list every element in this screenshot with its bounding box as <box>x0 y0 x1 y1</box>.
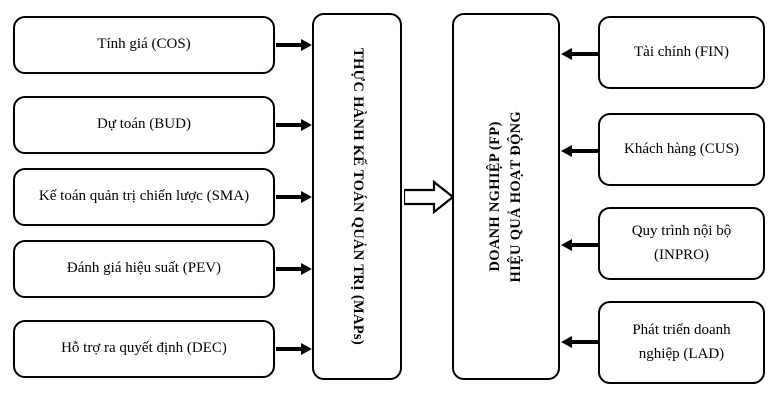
right-box-cus-label: Khách hàng (CUS) <box>624 140 739 157</box>
right-box-lad-line1: Phát triển doanh <box>632 322 731 339</box>
center-box-fp-line2: DOANH NGHIỆP (FP) <box>486 121 503 272</box>
left-box-cos-label: Tính giá (COS) <box>97 36 191 53</box>
center-box-maps-label: THỰC HÀNH KẾ TOÁN QUẢN TRỊ (MAPs) <box>349 48 366 345</box>
right-box-inpro-line1: Quy trình nội bộ <box>631 223 732 240</box>
arrow-fin-to-fp <box>572 52 598 56</box>
arrow-pev-to-maps-head <box>301 262 312 275</box>
center-box-fp-textstack: DOANH NGHIỆP (FP) HIỆU QUẢ HOẠT ĐỘNG <box>485 111 527 283</box>
arrow-sma-to-maps <box>276 195 303 199</box>
left-box-cos[interactable]: Tính giá (COS) <box>13 16 275 74</box>
left-box-bud[interactable]: Dự toán (BUD) <box>13 96 275 154</box>
arrow-sma-to-maps-head <box>301 190 312 203</box>
left-box-sma[interactable]: Kế toán quản trị chiến lược (SMA) <box>13 168 275 226</box>
arrow-dec-to-maps-head <box>301 342 312 355</box>
block-arrow-icon <box>402 179 455 215</box>
center-box-maps[interactable]: THỰC HÀNH KẾ TOÁN QUẢN TRỊ (MAPs) <box>312 13 402 380</box>
arrow-cus-to-fp-head <box>561 144 572 157</box>
arrow-lad-to-fp <box>572 340 598 344</box>
arrow-cus-to-fp <box>572 149 598 153</box>
arrow-inpro-to-fp <box>572 243 598 247</box>
arrow-dec-to-maps <box>276 347 303 351</box>
arrow-cos-to-maps-head <box>301 38 312 51</box>
left-box-dec[interactable]: Hỗ trợ ra quyết định (DEC) <box>13 320 275 378</box>
right-box-fin-label: Tài chính (FIN) <box>634 43 729 60</box>
arrow-bud-to-maps-head <box>301 118 312 131</box>
center-box-fp[interactable]: DOANH NGHIỆP (FP) HIỆU QUẢ HOẠT ĐỘNG <box>452 13 560 380</box>
right-box-lad-line2: nghiệp (LAD) <box>638 345 725 362</box>
arrow-pev-to-maps <box>276 267 303 271</box>
right-box-lad[interactable]: Phát triển doanh nghiệp (LAD) <box>598 301 765 384</box>
right-box-fin[interactable]: Tài chính (FIN) <box>598 16 765 89</box>
left-box-bud-label: Dự toán (BUD) <box>97 116 191 133</box>
arrow-bud-to-maps <box>276 123 303 127</box>
right-box-inpro-line2: (INPRO) <box>654 246 709 263</box>
right-box-inpro[interactable]: Quy trình nội bộ (INPRO) <box>598 207 765 280</box>
left-box-sma-label: Kế toán quản trị chiến lược (SMA) <box>38 188 250 205</box>
right-box-cus[interactable]: Khách hàng (CUS) <box>598 113 765 186</box>
arrow-cos-to-maps <box>276 43 303 47</box>
right-box-inpro-text: Quy trình nội bộ (INPRO) <box>632 220 732 267</box>
arrow-inpro-to-fp-head <box>561 238 572 251</box>
left-box-dec-label: Hỗ trợ ra quyết định (DEC) <box>61 340 227 357</box>
arrow-fin-to-fp-head <box>561 47 572 60</box>
center-box-fp-line1: HIỆU QUẢ HOẠT ĐỘNG <box>508 110 524 283</box>
block-arrow-maps-to-fp <box>402 178 455 216</box>
left-box-pev-label: Đánh giá hiệu suất (PEV) <box>66 260 222 277</box>
left-box-pev[interactable]: Đánh giá hiệu suất (PEV) <box>13 240 275 298</box>
right-box-lad-text: Phát triển doanh nghiệp (LAD) <box>632 319 730 366</box>
arrow-lad-to-fp-head <box>561 335 572 348</box>
